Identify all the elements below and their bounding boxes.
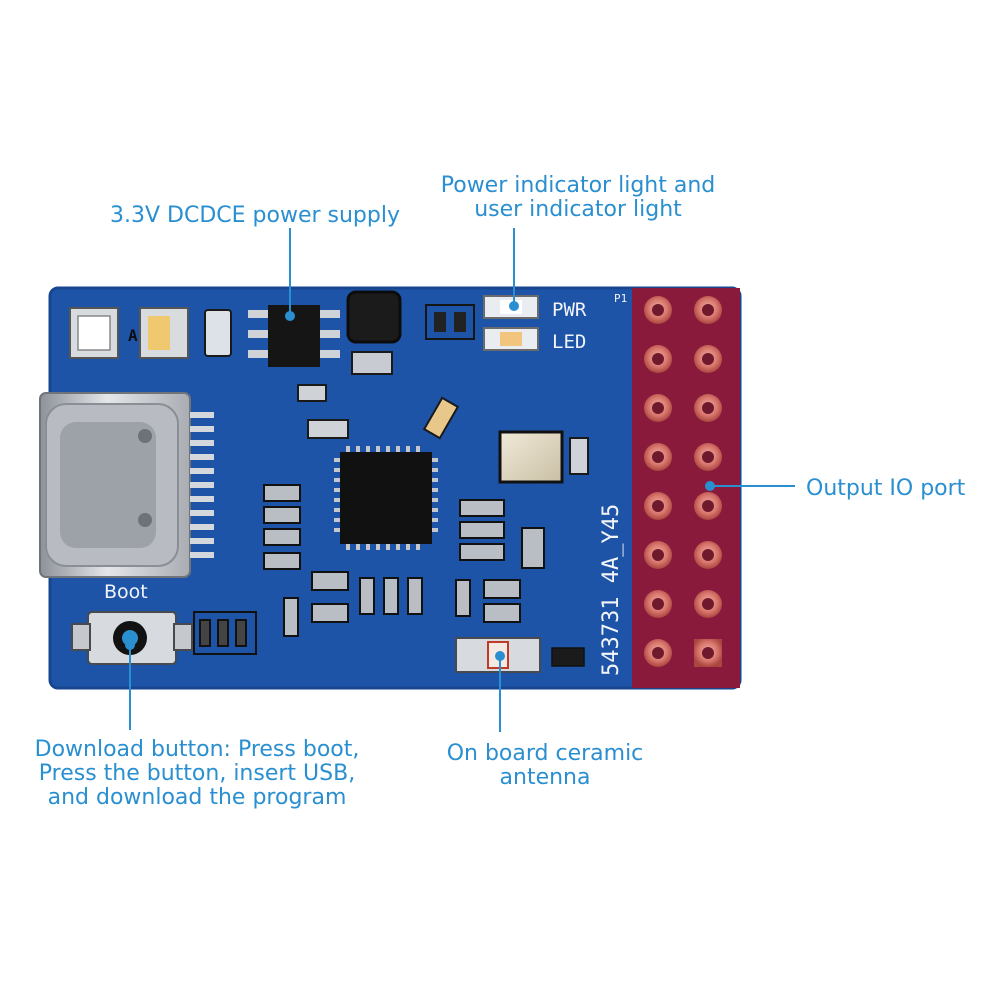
resistor-array [193, 611, 257, 655]
resistor-pair [425, 304, 475, 340]
io-pin-hole [652, 500, 664, 512]
callout-line: user indicator light [474, 197, 682, 222]
callout-io-port: Output IO port [806, 477, 965, 501]
callout-download: Download button: Press boot, Press the b… [22, 738, 372, 810]
inductor [346, 290, 402, 344]
callout-line: antenna [499, 765, 591, 790]
io-pin-hole [702, 500, 714, 512]
callout-antenna: On board ceramic antenna [430, 742, 660, 790]
io-header-block [632, 288, 740, 688]
callout-indicator: Power indicator light and user indicator… [428, 174, 728, 222]
io-pin-hole [652, 304, 664, 316]
callout-line: and download the program [47, 785, 347, 810]
io-pin-hole [652, 402, 664, 414]
io-pin-hole [702, 353, 714, 365]
io-pins [644, 296, 722, 667]
silkscreen-a: A [128, 326, 138, 345]
silkscreen-led: LED [552, 331, 586, 353]
callout-line: Power indicator light and [440, 173, 716, 198]
usb-pins [190, 412, 214, 558]
io-pin-hole [652, 647, 664, 659]
passive-cluster-left [263, 484, 349, 637]
io-pin-hole [652, 598, 664, 610]
callout-line: Download button: Press boot, [34, 737, 360, 762]
callout-power-supply: 3.3V DCDCE power supply [110, 204, 400, 228]
io-pin-hole [702, 647, 714, 659]
io-pin-hole [702, 304, 714, 316]
io-pin-hole [702, 402, 714, 414]
silkscreen-p1: P1 [614, 292, 627, 305]
silkscreen-marking: 543731 4A_Y45 [599, 504, 624, 676]
io-pin-hole [702, 598, 714, 610]
io-pin-hole [702, 549, 714, 561]
callout-line: Output IO port [806, 476, 966, 501]
silkscreen-boot: Boot [104, 581, 148, 603]
cap-1 [204, 309, 232, 357]
silkscreen-pwr: PWR [552, 299, 587, 321]
crystal [498, 430, 564, 484]
callout-line: On board ceramic [446, 741, 644, 766]
passive-cluster-mid [359, 499, 545, 623]
io-pin-hole [702, 451, 714, 463]
mcu-chip [340, 452, 432, 544]
callout-line: 3.3V DCDCE power supply [110, 203, 400, 228]
io-pin-hole [652, 451, 664, 463]
io-pin-hole [652, 549, 664, 561]
leader-lines [125, 228, 795, 732]
mcu-pins [334, 446, 438, 550]
io-pin-hole [652, 353, 664, 365]
callout-line: Press the button, insert USB, [38, 761, 356, 786]
